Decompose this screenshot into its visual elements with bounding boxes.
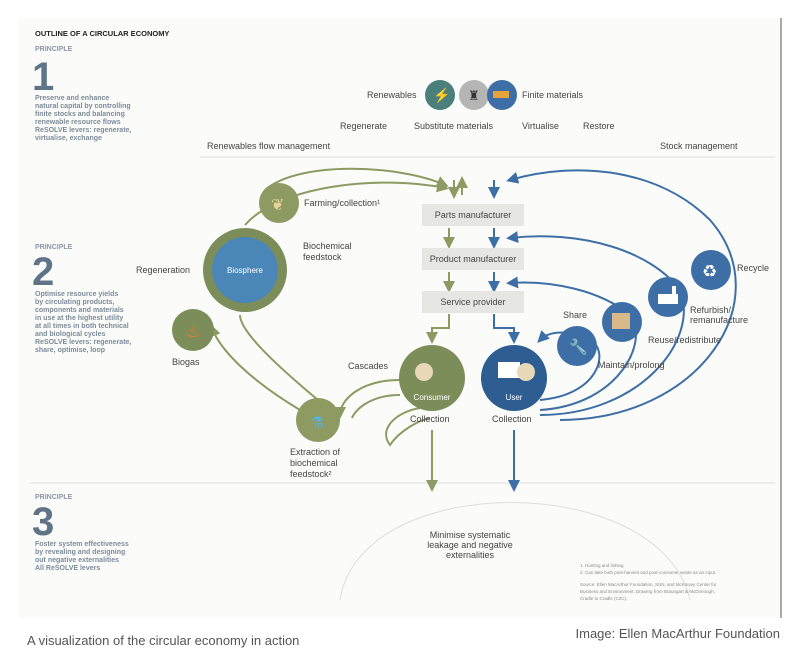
svg-text:and biological cycles: and biological cycles xyxy=(35,331,106,338)
extraction-label-1: Extraction of xyxy=(290,447,341,457)
oil-rig-icon: ♜ xyxy=(459,80,489,110)
svg-text:finite stocks and balancing: finite stocks and balancing xyxy=(35,111,125,118)
consumer-icon: Consumer xyxy=(399,345,465,411)
svg-text:1. Hunting and fishing: 1. Hunting and fishing xyxy=(580,563,624,568)
factory-icon xyxy=(648,277,688,317)
svg-text:Product manufacturer: Product manufacturer xyxy=(430,254,517,264)
svg-text:⚡: ⚡ xyxy=(433,87,450,104)
leakage-text-1: Minimise systematic xyxy=(430,530,511,540)
svg-text:ReSOLVE levers: regenerate,: ReSOLVE levers: regenerate, xyxy=(35,339,131,346)
cascades-label: Cascades xyxy=(348,361,389,371)
svg-text:by circulating products,: by circulating products, xyxy=(35,299,114,306)
svg-text:PRINCIPLE: PRINCIPLE xyxy=(35,244,73,251)
svg-text:♨: ♨ xyxy=(186,324,200,341)
principle-3: PRINCIPLE 3 Foster system effectiveness … xyxy=(32,494,129,572)
svg-text:by revealing and designing: by revealing and designing xyxy=(35,549,125,556)
svg-text:Preserve and enhance: Preserve and enhance xyxy=(35,95,109,102)
maintain-label: Maintain/prolong xyxy=(598,360,665,370)
refurbish-label-1: Refurbish/ xyxy=(690,305,732,315)
refurbish-label-2: remanufacture xyxy=(690,315,748,325)
consumer-collection-label: Collection xyxy=(410,414,450,424)
image-credit: Image: Ellen MacArthur Foundation xyxy=(575,626,781,641)
lever-regenerate: Regenerate xyxy=(340,121,387,131)
svg-text:at all times in both technical: at all times in both technical xyxy=(35,323,129,330)
svg-text:❦: ❦ xyxy=(271,197,284,214)
svg-text:1: 1 xyxy=(32,55,54,99)
svg-text:PRINCIPLE: PRINCIPLE xyxy=(35,46,73,53)
svg-text:share, optimise, loop: share, optimise, loop xyxy=(35,347,105,354)
leakage-text-2: leakage and negative xyxy=(427,540,513,550)
svg-text:Cradle to Cradle (C2C).: Cradle to Cradle (C2C). xyxy=(580,596,627,601)
feedstock-label-1: Biochemical xyxy=(303,241,352,251)
svg-text:User: User xyxy=(506,393,523,402)
leakage-arc xyxy=(339,502,691,601)
svg-text:All ReSOLVE levers: All ReSOLVE levers xyxy=(35,565,100,572)
lever-substitute: Substitute materials xyxy=(414,121,494,131)
regeneration-label: Regeneration xyxy=(136,265,190,275)
extraction-label-2: biochemical xyxy=(290,458,338,468)
boxes-icon xyxy=(602,302,642,342)
user-collection-label: Collection xyxy=(492,414,532,424)
svg-text:components and materials: components and materials xyxy=(35,307,124,314)
renewables-flow-management: Renewables flow management xyxy=(207,141,331,151)
principle-1: PRINCIPLE 1 Preserve and enhance natural… xyxy=(32,46,131,142)
parts-manufacturer-box: Parts manufacturer xyxy=(422,204,524,226)
biogas-icon: ♨ xyxy=(172,309,214,351)
caption: A visualization of the circular economy … xyxy=(27,633,300,648)
svg-text:2. Can take both post-harvest: 2. Can take both post-harvest and post-c… xyxy=(580,570,716,575)
svg-text:♻: ♻ xyxy=(702,262,717,281)
footnotes: 1. Hunting and fishing 2. Can take both … xyxy=(580,563,717,601)
renewables-icon: ⚡ xyxy=(425,80,455,110)
svg-text:Service provider: Service provider xyxy=(440,297,505,307)
svg-text:in use at the highest utility: in use at the highest utility xyxy=(35,315,123,322)
svg-text:out negative externalities: out negative externalities xyxy=(35,557,119,564)
recycle-icon: ♻ xyxy=(691,250,731,290)
svg-text:Consumer: Consumer xyxy=(414,393,451,402)
svg-text:🔧: 🔧 xyxy=(569,337,588,356)
svg-text:ReSOLVE levers: regenerate,: ReSOLVE levers: regenerate, xyxy=(35,127,131,134)
feedstock-label-2: feedstock xyxy=(303,252,342,262)
svg-text:PRINCIPLE: PRINCIPLE xyxy=(35,494,73,501)
svg-text:♜: ♜ xyxy=(468,88,480,103)
biosphere-icon: Biosphere xyxy=(203,228,287,312)
stock-management: Stock management xyxy=(660,141,738,151)
leakage-text-3: externalities xyxy=(446,550,495,560)
svg-text:2: 2 xyxy=(32,250,54,294)
diagram-title: OUTLINE OF A CIRCULAR ECONOMY xyxy=(35,29,169,38)
svg-text:renewable resource flows: renewable resource flows xyxy=(35,119,121,126)
lever-virtualise: Virtualise xyxy=(522,121,559,131)
lever-restore: Restore xyxy=(583,121,615,131)
svg-text:Foster system effectiveness: Foster system effectiveness xyxy=(35,541,129,548)
biological-flows xyxy=(209,167,468,492)
biogas-label: Biogas xyxy=(172,357,200,367)
svg-text:virtualise, exchange: virtualise, exchange xyxy=(35,135,102,142)
figure-background xyxy=(18,18,781,618)
extraction-label-3: feedstock² xyxy=(290,469,332,479)
svg-text:Biosphere: Biosphere xyxy=(227,266,264,275)
svg-text:natural capital by controlling: natural capital by controlling xyxy=(35,103,131,110)
user-icon: User xyxy=(481,345,547,411)
finite-materials-label: Finite materials xyxy=(522,90,584,100)
principle-2: PRINCIPLE 2 Optimise resource yields by … xyxy=(32,244,131,354)
extraction-flask-icon: ⚗ xyxy=(296,398,340,442)
svg-text:Source: Ellen MacArthur Founda: Source: Ellen MacArthur Foundation, SUN,… xyxy=(580,582,717,587)
farming-label: Farming/collection¹ xyxy=(304,198,380,208)
svg-text:Business and Environment; Draw: Business and Environment; Drawing from B… xyxy=(580,589,715,594)
product-manufacturer-box: Product manufacturer xyxy=(422,248,524,270)
reuse-label: Reuse/redistribute xyxy=(648,335,721,345)
svg-text:Optimise resource yields: Optimise resource yields xyxy=(35,291,118,298)
wrench-icon: 🔧 xyxy=(557,326,597,366)
svg-text:Parts manufacturer: Parts manufacturer xyxy=(435,210,512,220)
recycle-label: Recycle xyxy=(737,263,769,273)
share-label: Share xyxy=(563,310,587,320)
renewables-label: Renewables xyxy=(367,90,417,100)
svg-text:3: 3 xyxy=(32,500,54,544)
service-provider-box: Service provider xyxy=(422,291,524,313)
mining-truck-icon xyxy=(487,80,517,110)
farming-icon: ❦ xyxy=(259,183,299,223)
svg-text:⚗: ⚗ xyxy=(310,415,324,432)
